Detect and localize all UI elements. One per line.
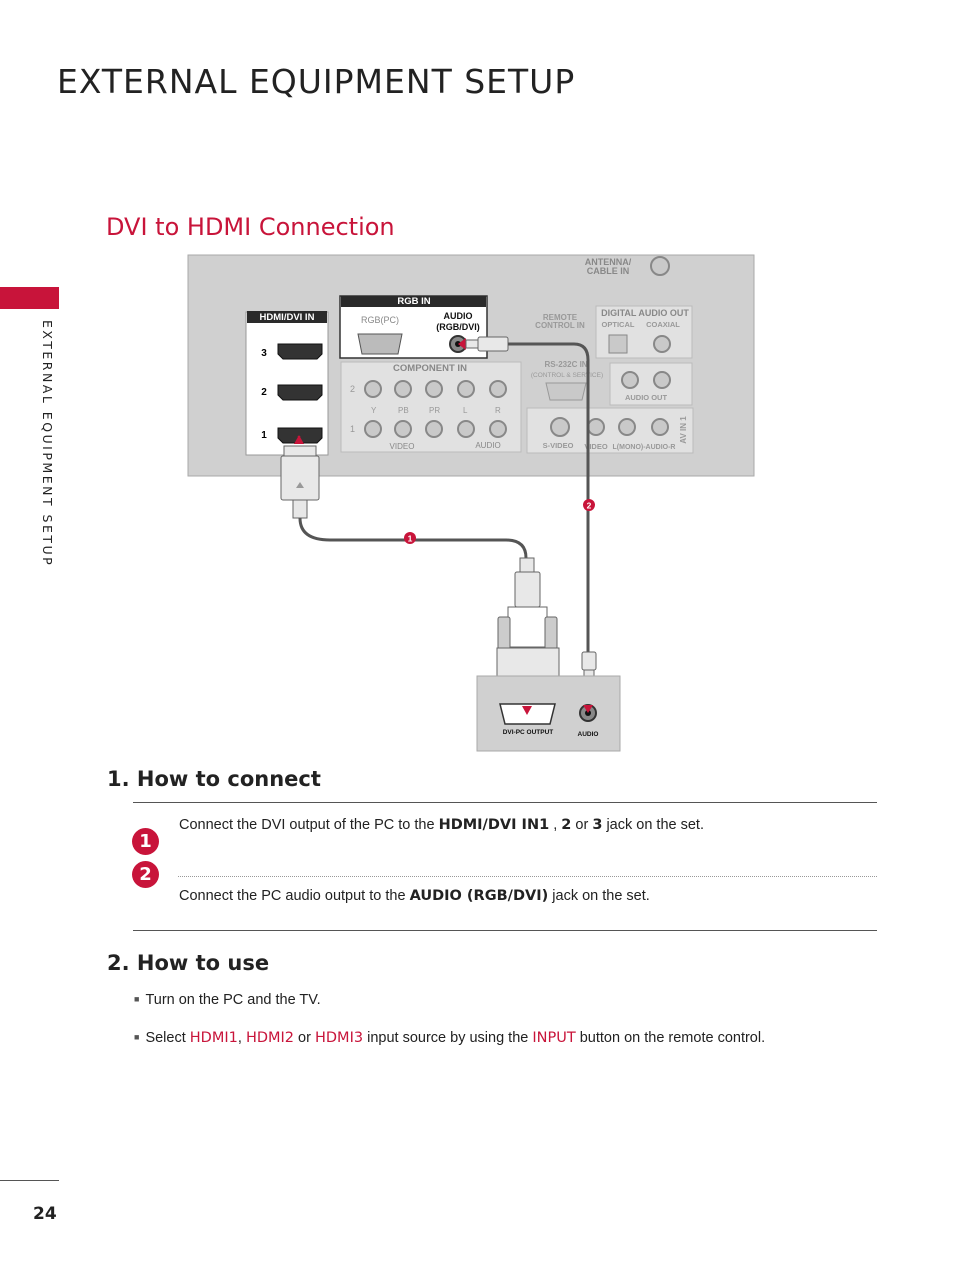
svg-text:CABLE IN: CABLE IN [587,266,630,276]
audio-cable [508,342,590,652]
step-number-badge: 2 [132,861,159,888]
side-tab-marker [0,287,59,309]
svg-text:OPTICAL: OPTICAL [602,320,635,329]
audio-plug-icon [477,336,509,352]
svg-text:RS-232C IN: RS-232C IN [544,360,587,369]
svg-text:DVI-PC OUTPUT: DVI-PC OUTPUT [503,729,554,736]
optical-port-icon [608,334,628,354]
svg-text:1: 1 [408,534,413,544]
svg-text:R: R [495,406,501,415]
coaxial-jack-icon [653,335,671,353]
hdmi-port-number: 2 [261,387,267,398]
dvi-cable-plug [514,571,541,608]
step-divider [178,876,877,877]
how-to-connect-heading: 1. How to connect [107,767,321,791]
svg-text:2: 2 [587,501,592,511]
svg-text:Y: Y [371,406,377,415]
svg-text:L: L [463,406,468,415]
step-1-text: Connect the DVI output of the PC to the … [179,817,704,833]
audio-rgb-dvi-label: AUDIO [444,311,473,321]
page-number: 24 [33,1204,57,1224]
hdmi-port-number: 1 [261,430,267,441]
cable-marker [583,499,595,511]
step-number-badge: 1 [132,828,159,855]
hdmi-cable [298,517,528,559]
svg-text:VIDEO: VIDEO [390,442,415,451]
audio-rgb-dvi-sub: (RGB/DVI) [436,322,480,332]
rgb-in-label: RGB IN [397,296,430,307]
svg-text:REMOTE: REMOTE [543,313,578,322]
svg-text:AUDIO: AUDIO [578,731,599,738]
bullet-icon: ■ [134,1032,140,1042]
svg-text:COAXIAL: COAXIAL [646,320,680,329]
svg-text:ANTENNA/: ANTENNA/ [585,257,632,267]
divider [133,930,877,931]
footer-rule [0,1180,59,1181]
rs232c-port-icon [545,382,587,401]
use-bullet-2: ■Select HDMI1, HDMI2 or HDMI3 input sour… [134,1030,766,1046]
svg-text:PR: PR [429,406,440,415]
section-heading: DVI to HDMI Connection [106,213,395,241]
svg-text:CONTROL IN: CONTROL IN [535,321,585,330]
page-title: EXTERNAL EQUIPMENT SETUP [57,62,576,101]
svg-text:VIDEO: VIDEO [584,442,608,451]
svg-text:AV IN 1: AV IN 1 [679,416,688,444]
component-row-label: 1 [350,424,355,434]
audio-arrow [458,338,466,350]
svg-text:DIGITAL AUDIO OUT: DIGITAL AUDIO OUT [601,308,689,318]
use-bullet-1: ■Turn on the PC and the TV. [134,992,321,1008]
how-to-use-heading: 2. How to use [107,951,270,975]
component-in-label: COMPONENT IN [393,363,467,374]
hdmi-label: HDMI/DVI IN [260,312,315,323]
svg-text:AUDIO OUT: AUDIO OUT [625,393,668,402]
svg-text:(CONTROL & SERVICE): (CONTROL & SERVICE) [531,372,603,379]
svg-text:AUDIO: AUDIO [475,441,500,450]
svg-text:S-VIDEO: S-VIDEO [543,441,574,450]
step-2-text: Connect the PC audio output to the AUDIO… [179,888,650,904]
cable-marker [404,532,416,544]
component-row-label: 2 [350,384,355,394]
rgb-pc-label: RGB(PC) [361,315,399,325]
component-jack-icons [364,380,507,438]
hdmi-label-bg [247,311,327,323]
hdmi-port-icons [277,343,323,444]
connection-diagram: HDMI/DVI IN 3 2 1 RGB IN RGB(PC) AUDIO (… [187,254,755,752]
bullet-icon: ■ [134,994,140,1004]
hdmi-plug-icon [280,455,320,501]
side-tab-label: EXTERNAL EQUIPMENT SETUP [40,320,55,568]
antenna-jack-icon [650,256,670,276]
hdmi-port-number: 3 [261,348,267,359]
svg-text:PB: PB [398,406,409,415]
vga-port-icon [357,333,403,355]
svg-text:L(MONO)-AUDIO-R: L(MONO)-AUDIO-R [613,444,676,451]
divider [133,802,877,803]
